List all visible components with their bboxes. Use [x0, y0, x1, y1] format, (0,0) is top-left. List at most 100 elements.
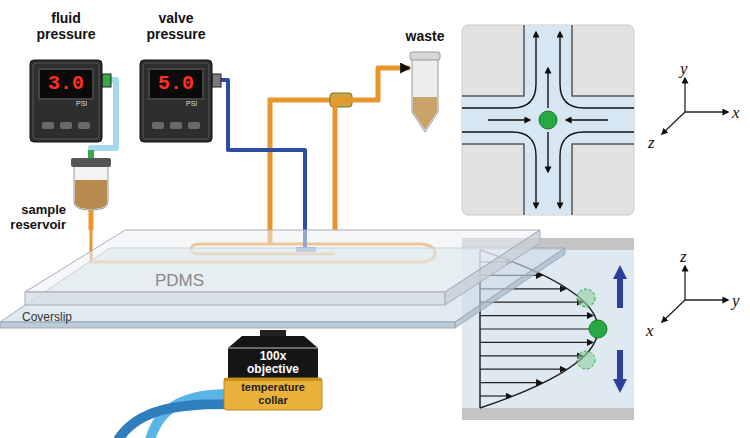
pdms-chip: PDMS [25, 230, 540, 305]
axis-label: z [648, 134, 655, 151]
flow-cross-panel [462, 32, 536, 108]
pressure-controller-shape [30, 60, 102, 142]
pressure-controller: fluid pressure3.0PSI [30, 60, 102, 142]
axis-triad [662, 78, 728, 322]
axis-triad [684, 78, 685, 112]
valve-line [212, 80, 305, 230]
waste-tube-shape [410, 52, 440, 60]
flow-profile-panel [577, 351, 595, 369]
flow-profile-panel [480, 315, 593, 316]
cooling-hose [118, 404, 228, 438]
coverslip-label: Coverslip [22, 310, 72, 324]
pdms-chip-shape [25, 230, 540, 305]
objective-lens-shape [228, 336, 318, 380]
pdms-label: PDMS [155, 271, 204, 290]
flow-cross-panel [462, 132, 536, 208]
axis-triad [685, 299, 728, 300]
flow-profile-panel [617, 350, 623, 386]
cooling-hose [118, 394, 228, 438]
flow-profile-panel [480, 355, 582, 356]
flow-profile-panel [480, 395, 511, 396]
unit-label: PSI [186, 100, 197, 108]
controller-label: fluid pressure [24, 10, 108, 42]
controller-label: valve pressure [134, 10, 218, 42]
temperature-collar-shape [224, 378, 322, 381]
axis-label: y [680, 60, 688, 77]
pdms-chip-shape [445, 230, 540, 305]
flow-cross-panel [560, 132, 634, 208]
pressure-controller-shape [38, 68, 94, 100]
pressure-controller-shape [212, 74, 221, 87]
flow-cross-panel [547, 132, 548, 172]
pressure-display: 3.0 [40, 70, 92, 98]
axis-label: y [732, 292, 740, 309]
flow-profile-panel [480, 369, 565, 370]
pressure-controller-shape [148, 68, 204, 100]
collar-label: temperature collar [226, 381, 320, 407]
sample-reservoir-shape [71, 158, 111, 167]
waste-tube-shape [413, 97, 437, 130]
axis-triad [662, 112, 685, 134]
pressure-controller-shape [188, 122, 200, 129]
waste-label: waste [402, 28, 448, 44]
flow-profile-panel [577, 289, 595, 307]
flow-profile-panel [480, 382, 542, 383]
objective-lens-shape [260, 330, 286, 336]
pressure-controller-shape [78, 122, 90, 129]
axis-triad [684, 266, 685, 300]
objective-lens: 100x objective [228, 330, 318, 380]
flow-cross-panel [547, 68, 548, 108]
sample-reservoir-shape [70, 158, 112, 210]
pressure-controller-shape [60, 122, 72, 129]
pressure-display: 5.0 [150, 70, 202, 98]
flow-cross-panel [539, 111, 557, 129]
flow-cross-panel [524, 25, 572, 215]
temperature-collar-shape [224, 378, 322, 410]
waste-tube-shape [410, 52, 440, 132]
pressure-controller-shape [140, 60, 212, 142]
chip-channel [270, 100, 335, 244]
flow-profile-panel [480, 342, 593, 343]
sample-reservoir-shape [75, 180, 107, 209]
temperature-collar: temperature collar [224, 378, 322, 410]
sample-tube [89, 210, 94, 230]
flow-profile-panel [617, 272, 623, 308]
objective-label: 100x objective [236, 350, 310, 376]
pressure-controller: valve pressure5.0PSI [140, 60, 212, 142]
axis-label: x [732, 104, 740, 121]
flow-cross-panel [462, 25, 634, 215]
waste-tube: waste [410, 52, 440, 132]
flow-profile-panel [480, 328, 596, 329]
axis-triad [662, 300, 685, 322]
pressure-controller-shape [143, 63, 209, 139]
sample-reservoir-shape [74, 166, 108, 210]
pressure-controller-shape [152, 122, 164, 129]
flow-cross-panel [462, 25, 634, 215]
flow-cross-panel [488, 119, 530, 120]
waste-tube-line [335, 68, 410, 230]
axis-triad [685, 111, 728, 112]
flow-cross-panel [560, 32, 634, 108]
objective-lens-shape [228, 347, 318, 349]
sample-reservoir-shape [88, 150, 94, 158]
flow-cross-panel [462, 25, 634, 215]
pdms-chip-shape [25, 292, 445, 305]
waste-tube-shape [412, 58, 438, 132]
sample-reservoir: sample reservoir [70, 158, 112, 210]
flow-cross-panel [566, 119, 608, 120]
pressure-controller-shape [33, 63, 99, 139]
axis-label: z [680, 248, 687, 265]
unit-label: PSI [76, 100, 87, 108]
pressure-controller-shape [170, 122, 182, 129]
flow-profile-panel [480, 302, 582, 303]
flow-cross-panel [462, 32, 634, 208]
flow-profile-panel [589, 320, 607, 338]
flow-profile-panel [462, 408, 634, 420]
axis-label: x [646, 322, 654, 339]
pressure-controller-shape [102, 74, 111, 87]
pressure-controller-shape [42, 122, 54, 129]
reservoir-label: sample reservoir [2, 202, 66, 232]
